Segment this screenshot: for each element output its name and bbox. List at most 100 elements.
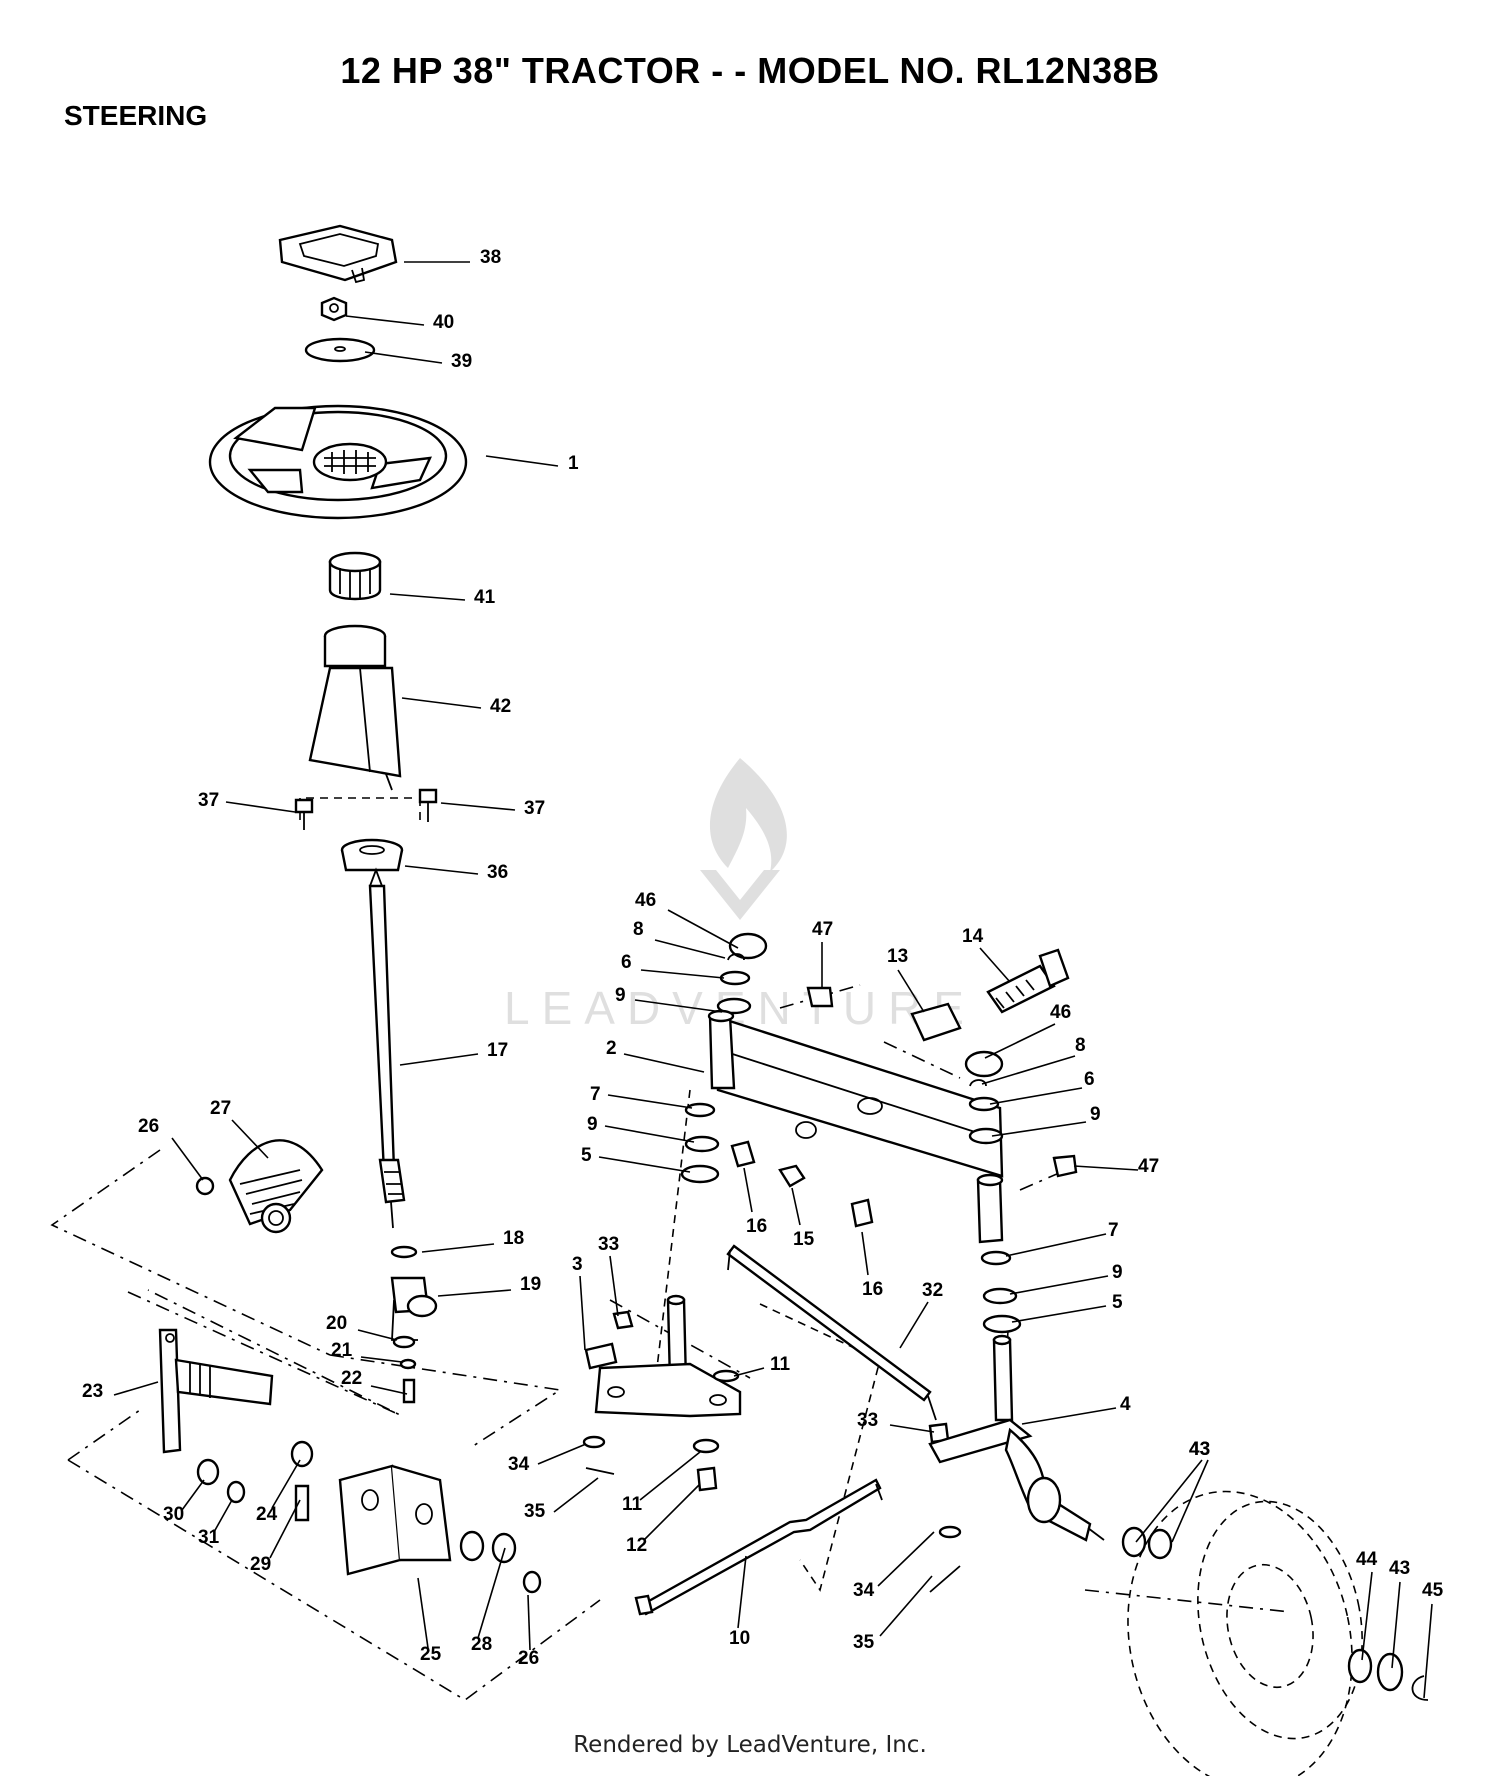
callout-c21: 21 [331,1340,403,1363]
page-title: 12 HP 38" TRACTOR - - MODEL NO. RL12N38B [340,50,1160,91]
callout-leader [1009,1275,1109,1295]
callout-c39: 39 [364,351,472,372]
callout-leader [897,969,925,1013]
callout-leader [357,1329,398,1341]
retainer-clip-upper [195,1176,215,1196]
callout-leader [401,697,482,709]
part-number-label: 35 [524,1501,546,1522]
callout-leader [981,1055,1076,1085]
part-number-label: 37 [198,790,219,811]
callout-leader [527,1594,531,1651]
callout-leader [345,315,425,326]
part-number-label: 47 [1138,1156,1159,1177]
callout-leader [269,1499,301,1559]
callout-leader [389,593,466,601]
washer-44 [1347,1648,1373,1684]
callout-c31: 31 [198,1499,233,1548]
watermark-chevron-icon [700,870,780,920]
bearing-5-right [982,1314,1022,1334]
shaft-washer [390,1245,418,1259]
steering-bracket [338,1464,452,1576]
part-number-label: 34 [508,1454,530,1475]
part-number-label: 26 [518,1648,539,1669]
callout-c33a: 33 [598,1234,619,1317]
callout-leader [737,1555,747,1629]
washer-30 [196,1458,220,1486]
callout-c28: 28 [471,1547,506,1655]
cotter-35-left [585,1467,615,1475]
callout-c30: 30 [163,1479,205,1525]
part-number-label: 8 [633,919,644,940]
callout-c43b: 43 [1171,1439,1210,1543]
callout-leader [271,1459,301,1509]
washer-6-left [719,970,751,986]
part-number-label: 30 [163,1504,184,1525]
flat-washer [304,337,376,363]
part-number-label: 16 [746,1216,767,1237]
callout-leader [1073,1165,1139,1171]
part-number-label: 33 [598,1234,619,1255]
bushing-7-left [684,1102,716,1118]
callout-leader [213,1499,233,1533]
callout-c25: 25 [417,1577,442,1665]
callout-c6b: 6 [989,1069,1095,1105]
nut-15 [778,1164,806,1188]
callout-c9a: 9 [615,985,723,1013]
callout-c20: 20 [326,1313,398,1341]
callout-leader [225,801,296,813]
callout-leader [171,1137,204,1181]
part-number-label: 9 [1090,1104,1101,1125]
callout-c9d: 9 [1009,1262,1123,1295]
callout-leader [370,1385,408,1395]
callout-c13: 13 [887,946,925,1013]
washer-34-left [582,1435,606,1449]
callout-leader [609,1255,619,1317]
callout-leader [991,1121,1087,1137]
part-number-label: 28 [471,1634,492,1655]
callout-c35b: 35 [853,1575,933,1653]
callout-c40: 40 [345,312,454,333]
part-number-label: 16 [862,1279,883,1300]
callout-c8a: 8 [633,919,726,959]
hex-nut [320,296,348,322]
callout-leader [364,351,443,364]
callout-c9c: 9 [991,1104,1101,1137]
callout-leader [553,1477,599,1513]
part-number-label: 6 [621,952,632,973]
washer-9-right [968,1127,1004,1145]
cotter-35-right [929,1565,961,1593]
part-number-label: 1 [568,453,579,474]
callout-c29: 29 [250,1499,301,1575]
part-number-label: 47 [812,919,833,940]
part-number-label: 41 [474,587,496,608]
callout-c26b: 26 [518,1594,539,1669]
callout-c34a: 34 [508,1443,587,1475]
tie-rod [726,1244,937,1421]
part-number-label: 20 [326,1313,347,1334]
callout-c15: 15 [791,1187,815,1250]
bushing-16-right [850,1198,874,1228]
callout-leader [607,1094,693,1109]
callout-leader [417,1577,429,1649]
part-number-label: 15 [793,1229,815,1250]
part-number-label: 34 [853,1580,875,1601]
callout-leader [634,999,723,1013]
callout-c11a: 11 [733,1354,791,1377]
callout-leader [639,1451,701,1501]
part-number-label: 43 [1189,1439,1210,1460]
part-number-label: 21 [331,1340,353,1361]
washer-20 [392,1335,416,1349]
callout-leader [485,455,559,467]
callout-leader [440,802,516,811]
callout-leader [989,1087,1083,1105]
part-number-label: 43 [1189,1439,1210,1460]
callout-c19: 19 [437,1274,541,1297]
grease-fitting-right [1052,1154,1078,1178]
part-number-label: 5 [581,1145,592,1166]
callout-leader [1171,1459,1209,1543]
callout-c27: 27 [210,1098,269,1159]
part-number-label: 40 [433,312,454,333]
flange-bushing-24 [290,1440,314,1468]
steering-shaft [368,867,406,1229]
